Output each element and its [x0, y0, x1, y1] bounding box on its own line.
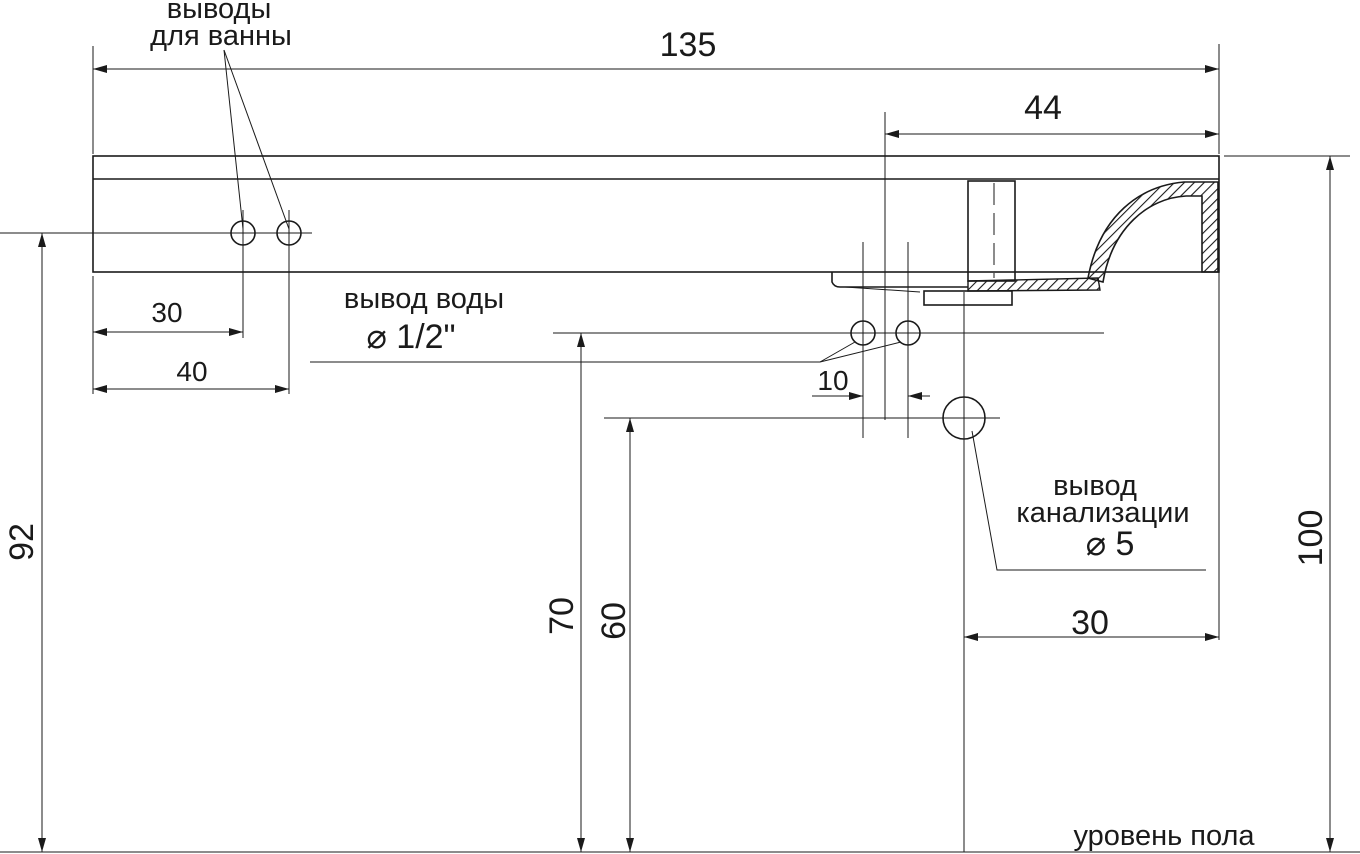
dim-135-label: 135: [660, 26, 717, 64]
dimension-70: 70: [543, 333, 585, 852]
bath-outlets-label-line2: для ванны: [150, 20, 292, 52]
dimension-water-10: 10: [812, 365, 930, 400]
water-outlets: [310, 242, 1104, 438]
dim-92-label: 92: [3, 523, 41, 561]
dim-70-label: 70: [543, 597, 581, 635]
water-outlet-diameter: ⌀ 1/2": [366, 318, 455, 356]
water-outlet-label: вывод воды: [344, 283, 504, 315]
basin-section: [831, 180, 1219, 306]
dim-bath-40-label: 40: [176, 356, 207, 387]
floor-level-label: уровень пола: [1073, 820, 1255, 852]
dim-44-label: 44: [1024, 89, 1062, 127]
cabinet-outline: [92, 155, 1220, 273]
dim-60-label: 60: [595, 602, 633, 640]
dimension-135: 135: [92, 26, 1220, 154]
drain-label-line1: вывод: [1053, 470, 1137, 502]
dimension-bath-40: 40: [93, 356, 289, 393]
dim-drain-30-label: 30: [1071, 604, 1109, 642]
dimension-44: 44: [884, 89, 1219, 420]
dim-100-label: 100: [1292, 510, 1330, 567]
drain-label-line2: канализации: [1016, 497, 1189, 529]
bath-outlets-label-line1: выводы: [167, 0, 272, 25]
dimension-bath-30: 30: [92, 276, 243, 394]
dim-bath-30-label: 30: [151, 297, 182, 328]
dimension-100: 100: [1224, 155, 1350, 852]
dim-water-10-label: 10: [817, 365, 848, 396]
bath-outlets: [0, 49, 312, 394]
dimension-92: 92: [3, 233, 46, 852]
dimension-60: 60: [595, 418, 634, 852]
drain-outlet: [604, 292, 1206, 852]
dimension-drain-30: 30: [964, 156, 1220, 642]
drain-diameter: ⌀ 5: [1086, 525, 1135, 563]
